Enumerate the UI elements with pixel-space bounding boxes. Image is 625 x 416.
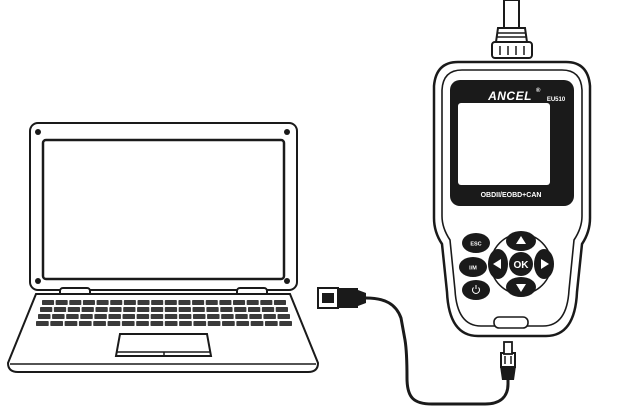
brand-logo: ANCEL bbox=[487, 89, 532, 103]
keyboard-key bbox=[108, 314, 120, 319]
laptop-screen bbox=[43, 140, 284, 279]
keyboard-key bbox=[95, 307, 107, 312]
keyboard-key bbox=[69, 300, 81, 305]
keyboard-key bbox=[94, 314, 106, 319]
registered-mark: ® bbox=[536, 87, 541, 94]
keyboard-key bbox=[265, 321, 278, 326]
keyboard-key bbox=[222, 321, 235, 326]
keyboard-key bbox=[110, 300, 122, 305]
usb-port bbox=[494, 317, 528, 328]
keyboard-key bbox=[83, 300, 95, 305]
im-button-label: I/M bbox=[469, 266, 477, 272]
keyboard-key bbox=[207, 314, 219, 319]
keyboard-key bbox=[151, 307, 163, 312]
keyboard-key bbox=[82, 307, 94, 312]
keyboard-key bbox=[251, 321, 264, 326]
keyboard-key bbox=[124, 300, 136, 305]
keyboard-key bbox=[179, 314, 191, 319]
keyboard-key bbox=[193, 314, 205, 319]
obd-scanner: ANCEL ® EU510 OBDII/EOBD+CAN ESC I/M bbox=[434, 0, 590, 336]
keyboard-key bbox=[247, 300, 259, 305]
scanner-display bbox=[458, 103, 550, 185]
keyboard-key bbox=[193, 321, 206, 326]
keyboard-key bbox=[40, 307, 52, 312]
laptop-screw-tl-icon bbox=[35, 129, 41, 135]
keyboard-key bbox=[233, 300, 245, 305]
laptop-screw-bl-icon bbox=[35, 278, 41, 284]
keyboard-key bbox=[108, 321, 121, 326]
laptop-screw-tr-icon bbox=[284, 129, 290, 135]
keyboard-key bbox=[165, 321, 178, 326]
mini-usb-plug-icon bbox=[500, 342, 516, 380]
keyboard-key bbox=[36, 321, 49, 326]
keyboard-key bbox=[150, 321, 163, 326]
keyboard-key bbox=[138, 300, 150, 305]
keyboard-key bbox=[56, 300, 68, 305]
keyboard-key bbox=[274, 300, 286, 305]
keyboard-key bbox=[249, 314, 261, 319]
power-button[interactable] bbox=[462, 280, 490, 300]
keyboard-key bbox=[206, 300, 218, 305]
keyboard-key bbox=[178, 300, 190, 305]
keyboard-key bbox=[165, 314, 177, 319]
keyboard-key bbox=[79, 321, 92, 326]
keyboard-key bbox=[136, 321, 149, 326]
keyboard-key bbox=[276, 307, 288, 312]
keyboard-key bbox=[38, 314, 50, 319]
keyboard-key bbox=[221, 314, 233, 319]
keyboard-key bbox=[192, 300, 204, 305]
keyboard-key bbox=[165, 300, 177, 305]
keyboard-key bbox=[137, 307, 149, 312]
keyboard-key bbox=[93, 321, 106, 326]
keyboard-key bbox=[236, 321, 249, 326]
keyboard-key bbox=[235, 314, 247, 319]
keyboard-key bbox=[97, 300, 109, 305]
laptop bbox=[8, 123, 318, 372]
keyboard-key bbox=[208, 321, 221, 326]
keyboard-key bbox=[179, 307, 191, 312]
protocol-label: OBDII/EOBD+CAN bbox=[481, 192, 542, 199]
keyboard-key bbox=[151, 300, 163, 305]
keyboard-key bbox=[54, 307, 66, 312]
keyboard-key bbox=[68, 307, 80, 312]
keyboard-key bbox=[109, 307, 121, 312]
keyboard-key bbox=[151, 314, 163, 319]
obd-cable bbox=[492, 0, 532, 58]
model-label: EU510 bbox=[547, 97, 566, 103]
ok-button-label: OK bbox=[514, 260, 530, 271]
keyboard-key bbox=[137, 314, 149, 319]
keyboard-key bbox=[52, 314, 64, 319]
keyboard-key bbox=[279, 321, 292, 326]
keyboard-key bbox=[165, 307, 177, 312]
keyboard-key bbox=[263, 314, 275, 319]
keyboard-key bbox=[193, 307, 205, 312]
keyboard-key bbox=[220, 307, 232, 312]
keyboard-key bbox=[260, 300, 272, 305]
keyboard-key bbox=[80, 314, 92, 319]
keyboard-key bbox=[206, 307, 218, 312]
keyboard-key bbox=[50, 321, 63, 326]
esc-button-label: ESC bbox=[470, 242, 481, 248]
keyboard-key bbox=[42, 300, 54, 305]
keyboard-key bbox=[219, 300, 231, 305]
keyboard-key bbox=[122, 321, 135, 326]
keyboard-key bbox=[179, 321, 192, 326]
keyboard-key bbox=[123, 307, 135, 312]
keyboard-key bbox=[65, 321, 78, 326]
keyboard-key bbox=[66, 314, 78, 319]
usb-a-plug-icon bbox=[318, 288, 366, 308]
keyboard-key bbox=[248, 307, 260, 312]
keyboard-key bbox=[278, 314, 290, 319]
laptop-screw-br-icon bbox=[284, 278, 290, 284]
keyboard-key bbox=[262, 307, 274, 312]
keyboard-key bbox=[234, 307, 246, 312]
keyboard-key bbox=[123, 314, 135, 319]
